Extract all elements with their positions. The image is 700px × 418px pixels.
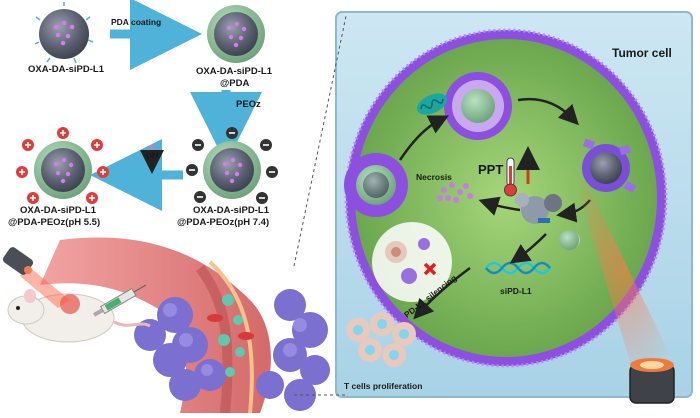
np-endosome: [461, 89, 495, 123]
tumor-spot: [60, 294, 80, 314]
np-peoz-ph55: [16, 127, 109, 204]
pathway-arrows: [398, 97, 591, 320]
label-peoz: PEOz: [236, 99, 261, 110]
np-pda: [207, 5, 265, 63]
np-loose: [559, 230, 579, 250]
label-ph: pH: [146, 150, 159, 161]
label-ppt: PPT: [478, 162, 504, 177]
laser-beam: [560, 130, 690, 395]
rbc: [207, 314, 254, 340]
label-sipdl1: siPD-L1: [500, 286, 532, 296]
label-np4-line1: OXA-DA-siPD-L1: [20, 205, 97, 216]
mouse-icon: [7, 289, 151, 343]
sirna-helix: [485, 261, 551, 275]
mitochondria: [417, 93, 447, 115]
t-cell-interaction: [385, 238, 437, 284]
laser-device-right: [629, 358, 675, 404]
label-np1: OXA-DA-siPD-L1: [28, 64, 105, 75]
t-cells-cluster: [346, 312, 416, 367]
np-disassembling: [582, 138, 637, 193]
label-np3-line1: OXA-DA-siPD-L1: [193, 205, 270, 216]
label-pda-coating: PDA coating: [111, 17, 162, 27]
membrane-texture: [344, 28, 668, 368]
np-oxa-da-sipdl1: [34, 2, 94, 64]
necrosis-dots: [437, 182, 473, 203]
syringe-icon: [93, 284, 147, 317]
np-peoz-ph74: [186, 127, 278, 204]
label-t-cells: T cells proliferation: [344, 381, 423, 391]
label-np2-line1: OXA-DA-siPD-L1: [196, 66, 273, 77]
nps-in-vessel: [218, 294, 245, 377]
block-x-icon: [423, 262, 437, 276]
thermometer-icon: [504, 146, 540, 197]
label-tumor-cell: Tumor cell: [612, 46, 672, 60]
label-necrosis: Necrosis: [416, 172, 452, 182]
zoom-line-top: [293, 15, 347, 267]
label-np3-line2: @PDA-PEOz(pH 7.4): [177, 217, 270, 228]
label-np4-line2: @PDA-PEOz(pH 5.5): [8, 217, 101, 228]
plus-charges: [16, 127, 109, 204]
minus-charges: [186, 127, 278, 204]
laser-device-left: [2, 247, 70, 308]
label-np2-line2: @PDA: [220, 78, 250, 89]
